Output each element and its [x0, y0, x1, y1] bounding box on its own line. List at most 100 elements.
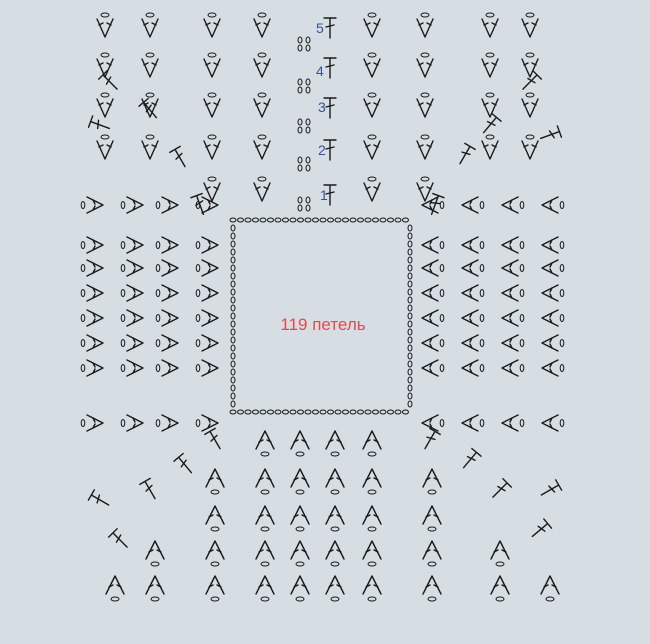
- double-crochet-symbol: [531, 518, 553, 538]
- dc-decrease-side-symbol: [80, 284, 104, 302]
- chain-stitch: [407, 288, 413, 296]
- dc-decrease-symbol: [290, 540, 310, 567]
- dc-decrease-side-symbol: [421, 359, 445, 377]
- chain-stitch: [334, 217, 342, 223]
- dc-decrease-symbol: [255, 430, 275, 457]
- chain-stitch: [237, 409, 244, 415]
- chain-stitch: [230, 288, 236, 296]
- dc-decrease-side-symbol: [541, 196, 565, 214]
- dc-decrease-side-symbol: [195, 284, 219, 302]
- chain-stitch: [230, 312, 236, 320]
- chain-stitch: [230, 320, 236, 328]
- chain-stitch: [230, 328, 236, 336]
- dc-increase-symbol: [203, 176, 221, 202]
- chain-stitch: [230, 248, 236, 256]
- dc-increase-symbol: [253, 176, 271, 202]
- chain-stitch: [230, 360, 236, 368]
- chain-stitch: [402, 217, 409, 223]
- dc-decrease-side-symbol: [80, 259, 104, 277]
- dc-decrease-side-symbol: [80, 359, 104, 377]
- dc-increase-symbol: [253, 12, 271, 38]
- dc-increase-symbol: [141, 52, 159, 78]
- dc-decrease-side-symbol: [501, 196, 525, 214]
- dc-decrease-symbol: [325, 505, 345, 532]
- dc-decrease-symbol: [325, 575, 345, 602]
- dc-increase-symbol: [96, 134, 114, 160]
- chain-stitch: [230, 240, 236, 248]
- dc-decrease-side-symbol: [541, 414, 565, 432]
- chain-stitch: [394, 409, 402, 415]
- double-crochet-symbol: [97, 69, 118, 90]
- double-crochet-symbol: [522, 69, 543, 90]
- dc-decrease-symbol: [255, 575, 275, 602]
- row-number-2: 2: [318, 142, 326, 158]
- chain-stitch: [252, 217, 259, 223]
- chain-stitch: [297, 164, 303, 172]
- chain-stitch: [304, 217, 312, 223]
- chain-stitch: [342, 217, 349, 223]
- chain-stitch: [305, 126, 311, 134]
- dc-decrease-side-symbol: [120, 414, 144, 432]
- chain-stitch: [297, 204, 303, 212]
- chain-stitch: [229, 409, 237, 415]
- chain-stitch: [364, 217, 372, 223]
- dc-decrease-side-symbol: [461, 414, 485, 432]
- double-crochet-symbol: [459, 142, 476, 165]
- dc-increase-symbol: [416, 12, 434, 38]
- double-crochet-symbol: [482, 112, 502, 134]
- chain-stitch: [407, 280, 413, 288]
- chain-stitch: [229, 217, 237, 223]
- dc-decrease-symbol: [290, 430, 310, 457]
- dc-decrease-side-symbol: [195, 414, 219, 432]
- dc-decrease-symbol: [205, 505, 225, 532]
- double-crochet-symbol: [323, 57, 337, 79]
- dc-decrease-symbol: [362, 575, 382, 602]
- chain-stitch: [327, 217, 334, 223]
- chain-stitch: [407, 368, 413, 376]
- dc-decrease-side-symbol: [501, 414, 525, 432]
- chain-stitch: [407, 248, 413, 256]
- dc-decrease-side-symbol: [120, 284, 144, 302]
- dc-decrease-side-symbol: [461, 236, 485, 254]
- row-number-5: 5: [316, 20, 324, 36]
- chain-stitch: [342, 409, 349, 415]
- dc-decrease-side-symbol: [421, 236, 445, 254]
- chain-stitch: [274, 217, 282, 223]
- dc-decrease-side-symbol: [421, 196, 445, 214]
- double-crochet-symbol: [430, 192, 445, 216]
- chain-stitch: [407, 328, 413, 336]
- chain-stitch: [407, 392, 413, 400]
- chain-stitch: [267, 217, 274, 223]
- chain-stitch: [297, 156, 303, 164]
- dc-increase-symbol: [363, 12, 381, 38]
- chain-stitch: [402, 409, 409, 415]
- dc-decrease-symbol: [362, 540, 382, 567]
- dc-increase-symbol: [363, 92, 381, 118]
- dc-increase-symbol: [363, 176, 381, 202]
- double-crochet-symbol: [323, 97, 337, 119]
- dc-decrease-symbol: [422, 540, 442, 567]
- chain-stitch: [407, 304, 413, 312]
- dc-decrease-side-symbol: [461, 309, 485, 327]
- dc-decrease-symbol: [145, 575, 165, 602]
- chain-stitch: [372, 409, 379, 415]
- chain-stitch: [297, 126, 303, 134]
- chain-stitch: [394, 217, 402, 223]
- dc-decrease-symbol: [255, 468, 275, 495]
- chain-stitch: [407, 336, 413, 344]
- chain-stitch: [407, 224, 413, 232]
- dc-increase-symbol: [416, 52, 434, 78]
- double-crochet-symbol: [169, 145, 186, 168]
- chain-stitch: [297, 118, 303, 126]
- dc-increase-symbol: [521, 92, 539, 118]
- dc-decrease-side-symbol: [461, 259, 485, 277]
- dc-increase-symbol: [521, 134, 539, 160]
- chain-stitch: [305, 196, 311, 204]
- chain-stitch: [230, 344, 236, 352]
- dc-decrease-side-symbol: [155, 196, 179, 214]
- dc-decrease-symbol: [255, 540, 275, 567]
- dc-increase-symbol: [141, 12, 159, 38]
- dc-increase-symbol: [363, 134, 381, 160]
- dc-decrease-side-symbol: [155, 414, 179, 432]
